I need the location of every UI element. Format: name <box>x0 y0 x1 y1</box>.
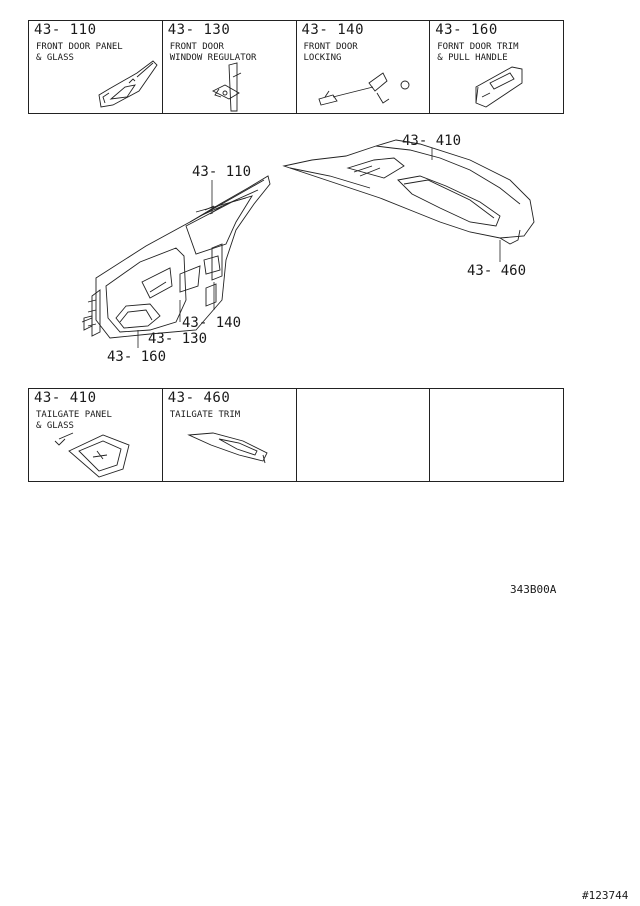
tailgate-trim-thumbnail <box>186 432 268 464</box>
cell-title: FORNT DOOR TRIM & PULL HANDLE <box>437 42 519 63</box>
callout-43-130[interactable]: 43- 130 <box>148 331 207 347</box>
front-door-panel-thumbnail <box>98 60 158 108</box>
door-locking-thumbnail <box>317 72 409 106</box>
image-id: #123744 <box>582 889 629 902</box>
front-door-assembly-drawing <box>81 175 271 339</box>
callout-43-460[interactable]: 43- 460 <box>467 263 526 279</box>
cell-code: 43- 140 <box>301 22 365 38</box>
index-cell-43-140[interactable]: 43- 140 FRONT DOOR LOCKING <box>297 21 431 113</box>
cell-title: TAILGATE PANEL & GLASS <box>36 410 112 431</box>
leader-lines <box>137 148 501 348</box>
index-cell-empty-3 <box>297 389 431 481</box>
index-cell-43-130[interactable]: 43- 130 FRONT DOOR WINDOW REGULATOR <box>163 21 297 113</box>
index-cell-43-460[interactable]: 43- 460 TAILGATE TRIM <box>163 389 297 481</box>
tailgate-assembly-drawing <box>282 139 535 245</box>
window-regulator-thumbnail <box>211 62 241 112</box>
callout-43-110[interactable]: 43- 110 <box>192 164 251 180</box>
cell-code: 43- 460 <box>167 390 231 406</box>
diagram-code: 343B00A <box>510 583 557 596</box>
door-trim-thumbnail <box>475 66 523 108</box>
index-cell-empty-4 <box>430 389 563 481</box>
main-diagram: 43- 110 43- 140 43- 130 43- 160 43- 410 … <box>81 133 535 365</box>
tailgate-panel-thumbnail <box>54 432 130 478</box>
cell-code: 43- 410 <box>34 390 97 406</box>
cell-title: TAILGATE TRIM <box>169 410 241 420</box>
cell-code: 43- 110 <box>34 22 97 38</box>
cell-title: FRONT DOOR WINDOW REGULATOR <box>169 42 257 63</box>
cell-code: 43- 130 <box>167 22 231 38</box>
cell-title: FRONT DOOR LOCKING <box>303 42 358 63</box>
callout-43-410[interactable]: 43- 410 <box>402 133 461 149</box>
index-cell-43-160[interactable]: 43- 160 FORNT DOOR TRIM & PULL HANDLE <box>430 21 563 113</box>
cell-title: FRONT DOOR PANEL & GLASS <box>36 42 123 63</box>
bottom-index-grid: 43- 410 TAILGATE PANEL & GLASS 43- 460 T… <box>28 388 564 482</box>
index-cell-43-110[interactable]: 43- 110 FRONT DOOR PANEL & GLASS <box>29 21 163 113</box>
cell-code: 43- 160 <box>435 22 498 38</box>
callout-43-140[interactable]: 43- 140 <box>182 315 241 331</box>
top-index-grid: 43- 110 FRONT DOOR PANEL & GLASS 43- 130… <box>28 20 564 114</box>
callout-43-160[interactable]: 43- 160 <box>107 349 166 365</box>
index-cell-43-410[interactable]: 43- 410 TAILGATE PANEL & GLASS <box>29 389 163 481</box>
